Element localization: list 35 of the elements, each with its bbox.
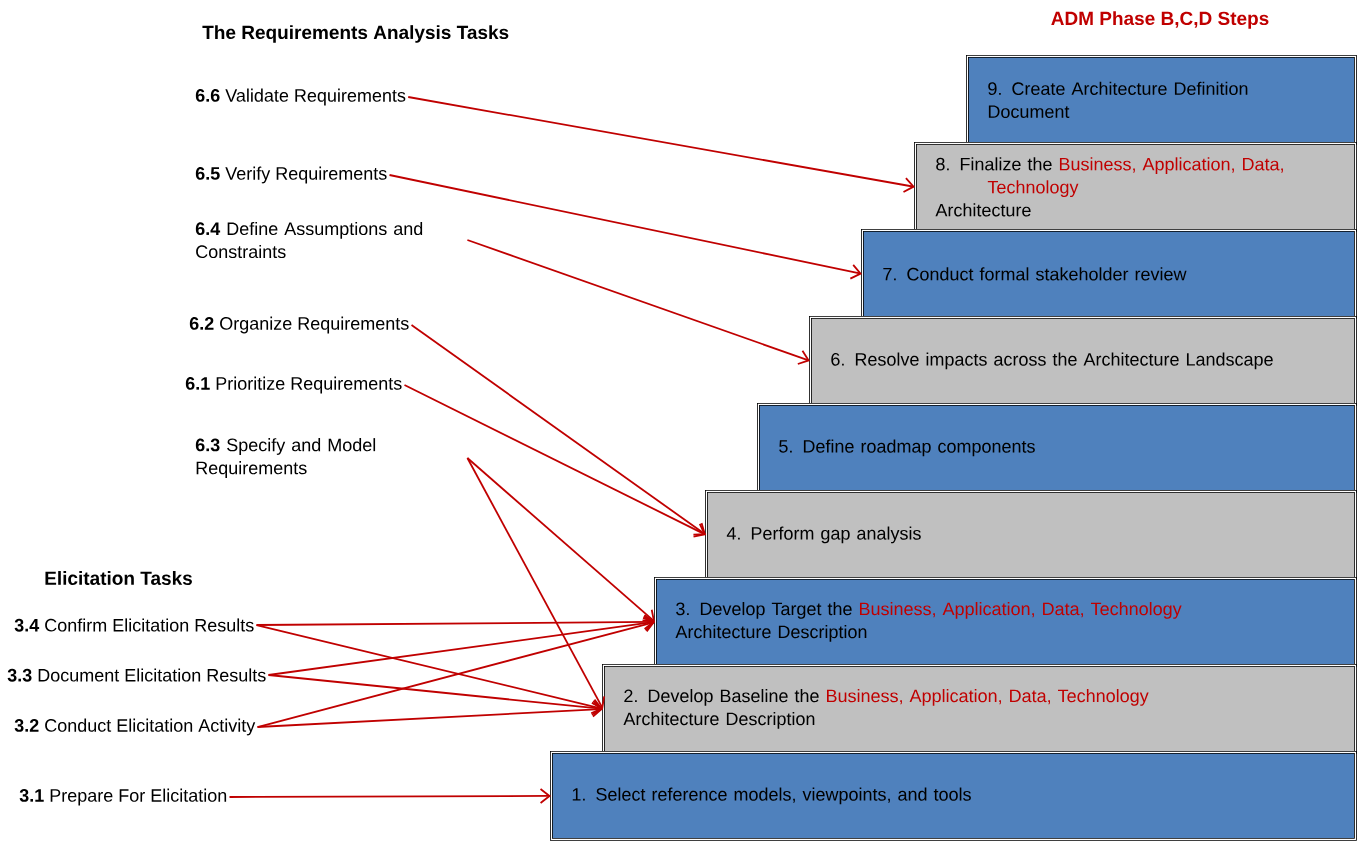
step-box: 1. Select reference models, viewpoints, and tools <box>550 751 1357 841</box>
step-box: 4. Perform gap analysis <box>705 490 1357 580</box>
step-box: 7. Conduct formal stakeholder review <box>861 229 1357 319</box>
task-label: 6.6 Validate Requirements <box>195 88 406 106</box>
arrow <box>388 174 862 280</box>
task-label: 6.1 Prioritize Requirements <box>185 376 402 394</box>
heading: Elicitation Tasks <box>45 571 192 585</box>
arrow <box>256 701 603 728</box>
task-label: 6.2 Organize Requirements <box>189 316 409 334</box>
arrow <box>410 324 706 536</box>
step-box: 5. Define roadmap components <box>757 403 1357 493</box>
arrow <box>466 239 810 365</box>
step-box: 6. Resolve impacts across the Architecture Landscape <box>809 316 1357 406</box>
arrow <box>407 96 915 193</box>
step-box: 8. Finalize the Business, Application, Data, Technology Architecture <box>914 142 1357 232</box>
arrow <box>255 624 603 715</box>
task-label: 6.4 Define Assumptions and Constraints <box>195 221 423 259</box>
task-label: 3.3 Document Elicitation Results <box>7 668 266 682</box>
arrow <box>267 615 655 676</box>
arrow <box>466 457 606 709</box>
step-box: 2. Develop Baseline the Business, Application, Data, Technology Architecture Description <box>602 664 1357 754</box>
arrow <box>228 788 551 804</box>
task-label: 3.1 Prepare For Elicitation <box>19 788 227 806</box>
arrow <box>466 457 655 622</box>
arrow <box>403 384 706 538</box>
step-box: 9. Create Architecture Definition Document <box>966 55 1357 145</box>
step-box: 3. Develop Target the Business, Application, Data, Technology Architecture Description <box>654 577 1357 667</box>
task-label: 3.2 Conduct Elicitation Activity <box>14 718 256 736</box>
arrow <box>255 614 655 630</box>
arrow <box>267 674 603 716</box>
task-label: 3.4 Confirm Elicitation Results <box>14 618 254 632</box>
heading: ADM Phase B,C,D Steps <box>1051 11 1269 29</box>
task-label: 6.5 Verify Requirements <box>195 166 387 184</box>
task-label: 6.3 Specify and Model Requirements <box>195 438 376 478</box>
heading: The Requirements Analysis Tasks <box>202 25 509 43</box>
